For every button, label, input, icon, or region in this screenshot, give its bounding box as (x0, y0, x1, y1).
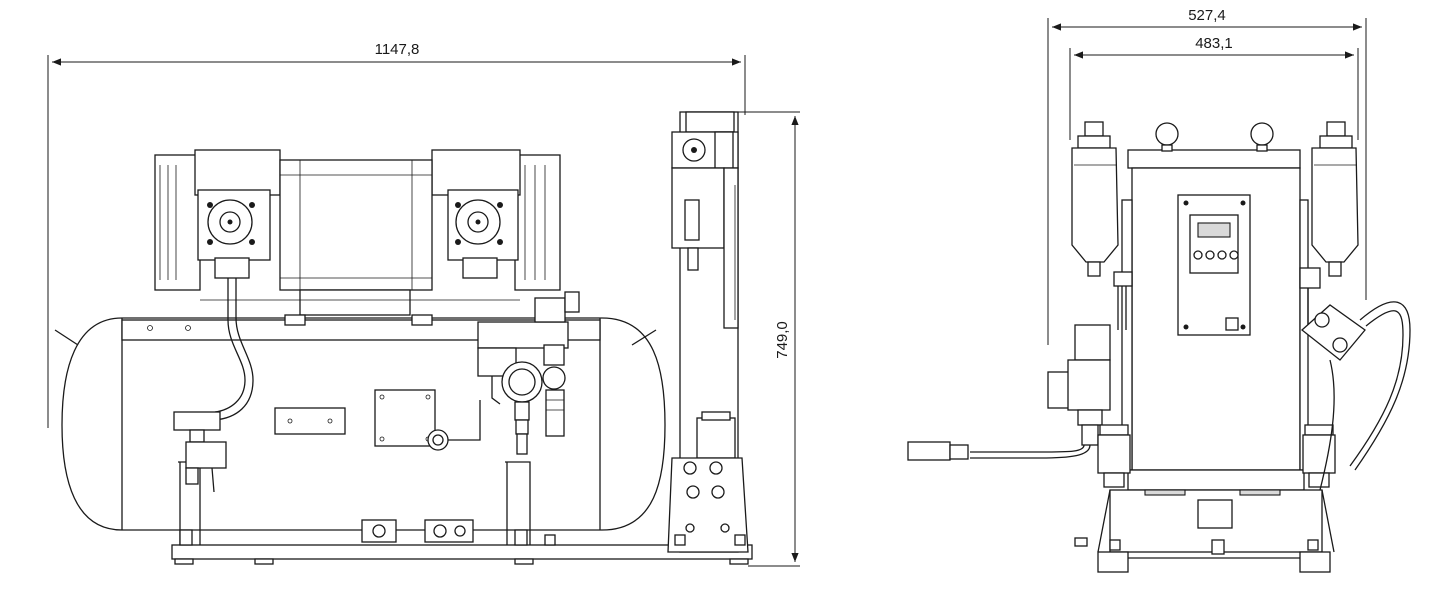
dimension-front-inner: 483,1 (1069, 35, 1359, 140)
dimension-label-overall-width: 527,4 (1188, 7, 1226, 24)
front-legs (1074, 489, 1335, 573)
motor (200, 159, 520, 326)
side-view: 1147,8 749,0 (47, 41, 800, 567)
dimension-label-height: 749,0 (774, 321, 791, 359)
separator-left (1097, 424, 1131, 488)
dimension-label-length: 1147,8 (375, 41, 420, 58)
compressor-left (154, 149, 281, 421)
gauges (1155, 122, 1274, 152)
front-view: 527,4 483,1 (907, 7, 1411, 573)
dimension-front-overall: 527,4 (1047, 7, 1367, 345)
solenoid-valve (173, 411, 227, 493)
dryer-tower (667, 111, 749, 553)
separator-right (1302, 424, 1336, 488)
dimension-label-inner-width: 483,1 (1195, 35, 1233, 52)
air-tank (54, 317, 666, 531)
compressor-right (431, 149, 561, 291)
base-frame (171, 461, 753, 565)
regulator-left (907, 324, 1111, 461)
dimension-side-height: 749,0 (700, 111, 800, 567)
manifold (477, 291, 580, 455)
dimension-side-length: 1147,8 (47, 41, 746, 428)
filter-right (1299, 121, 1359, 330)
side-valve (1300, 301, 1411, 491)
cabinet (1109, 149, 1323, 553)
filter-left (1071, 121, 1133, 330)
